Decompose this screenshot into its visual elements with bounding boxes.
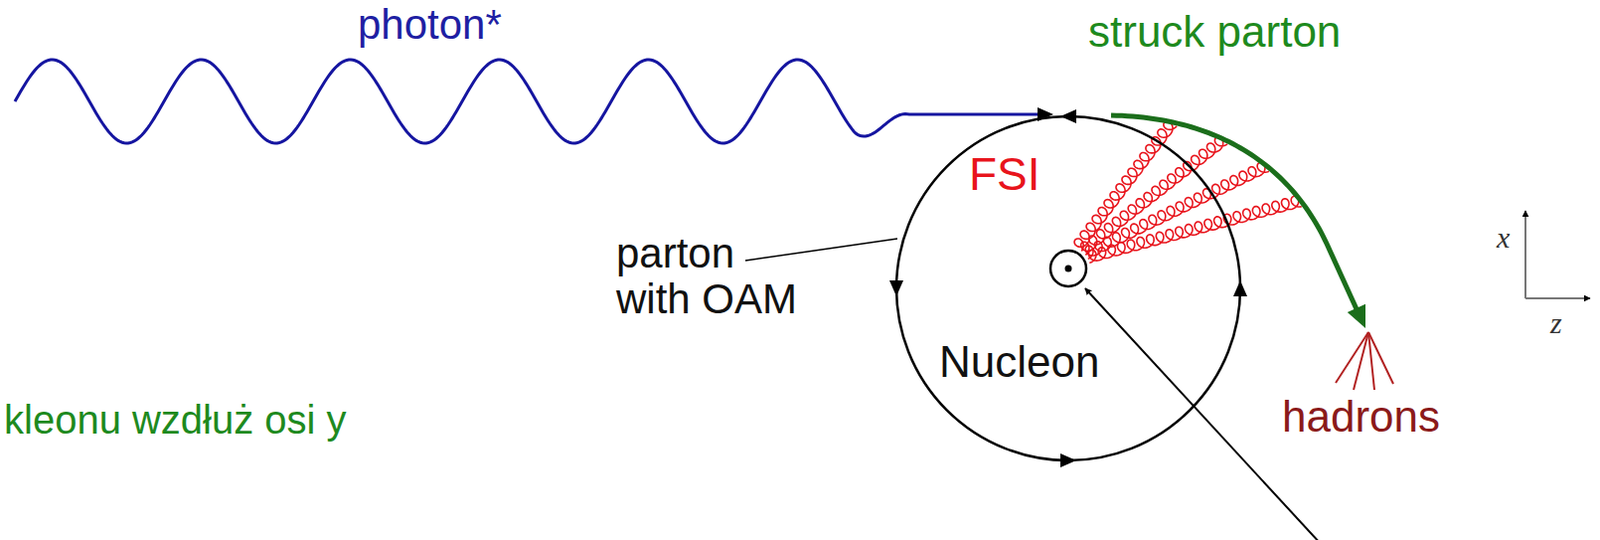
arrowhead <box>1347 304 1366 328</box>
leader-line <box>745 238 898 261</box>
spin-symbol <box>1050 250 1087 287</box>
axis-z <box>1525 297 1591 300</box>
hadron-track <box>1335 331 1369 383</box>
orbit-arrowhead <box>1060 453 1077 468</box>
spin-dot <box>1065 265 1073 273</box>
gluon-spring <box>1088 195 1301 263</box>
orbit-arrowhead <box>1060 109 1077 124</box>
struck-parton-line <box>1111 115 1358 312</box>
particle-label: struck parton <box>1088 7 1341 56</box>
process-label: FSI <box>968 149 1041 200</box>
axis-x <box>1524 210 1527 299</box>
photon-wave <box>14 59 1042 144</box>
axis-label: z <box>1550 306 1563 339</box>
orbit-arrowhead <box>889 280 904 297</box>
particle-label: hadrons <box>1281 392 1440 441</box>
orbit-arrowhead <box>1233 280 1248 297</box>
orbit-circle <box>896 116 1241 461</box>
nucleon-circle: Nucleon <box>894 114 1243 463</box>
note-text: kleonu wzdłuż osi y <box>3 397 347 442</box>
nucleon-outline <box>894 114 1243 463</box>
node-label: Nucleon <box>939 337 1100 386</box>
hadron-track <box>1353 331 1369 390</box>
gluon-springs <box>1074 121 1302 263</box>
hadron-jet <box>1335 331 1394 390</box>
particle-label: photon* <box>357 1 502 48</box>
hadron-track <box>1368 331 1394 384</box>
axis-label: x <box>1496 220 1510 254</box>
callout-label: parton with OAM <box>616 230 811 322</box>
